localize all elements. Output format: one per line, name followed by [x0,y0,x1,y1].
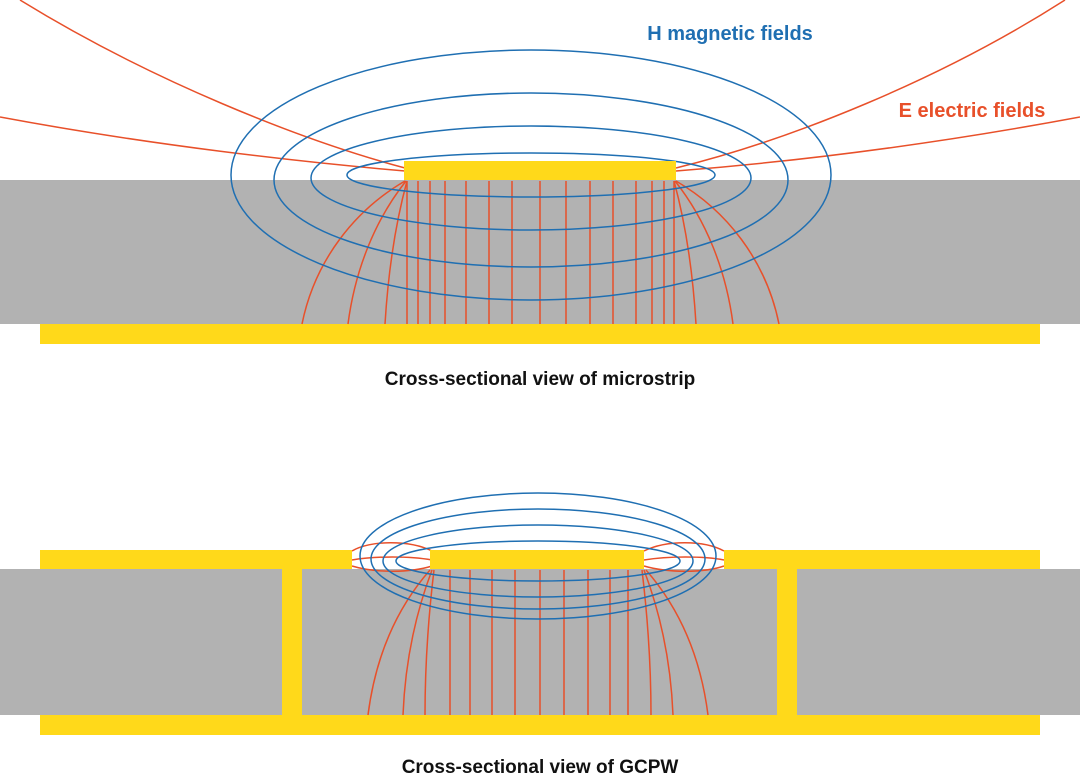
microstrip-e-field-lines [0,0,1080,325]
gcpw-ground-plane [40,715,1040,735]
microstrip-view [0,0,1080,344]
gcpw-via-right [777,569,797,715]
microstrip-ground-plane [40,324,1040,344]
h-field-label: H magnetic fields [647,23,813,45]
microstrip-h-field-loops [230,49,832,301]
gcpw-via-left [282,569,302,715]
gcpw-ground-trace-right [724,550,1040,569]
microstrip-signal-trace [404,161,676,180]
gcpw-view [0,492,1080,735]
gcpw-ground-trace-left [40,550,352,569]
microstrip-caption: Cross-sectional view of microstrip [385,369,695,390]
gcpw-h-field-loops [359,492,717,620]
e-field-label: E electric fields [899,100,1046,122]
gcpw-caption: Cross-sectional view of GCPW [402,757,679,778]
gcpw-signal-trace [430,550,644,569]
